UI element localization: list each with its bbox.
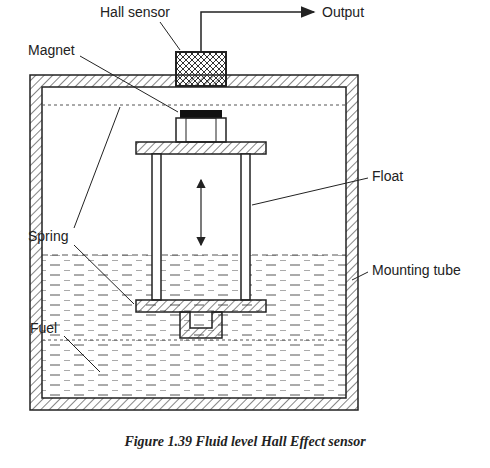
signal-label: Output [322,4,364,20]
part-label: Float [372,168,403,184]
figure-caption: Figure 1.39 Fluid level Hall Effect sens… [124,434,365,450]
part-label: Mounting tube [372,262,461,278]
part-label: Spring [28,228,68,244]
part-label: Magnet [28,42,75,58]
part-label: Hall sensor [100,4,170,20]
part-label: Fuel [30,320,57,336]
